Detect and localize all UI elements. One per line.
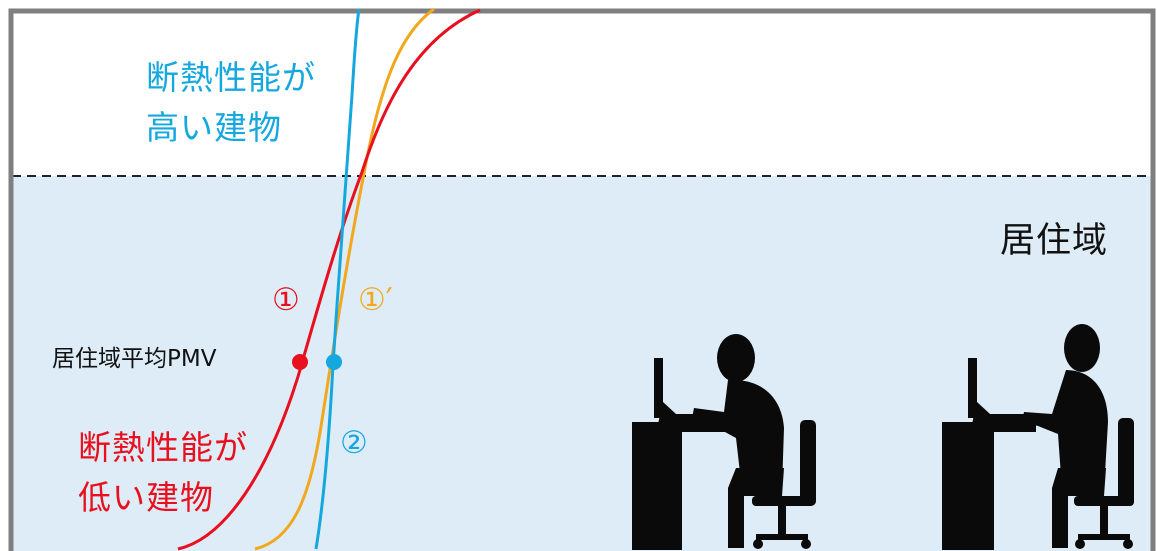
low-insulation-label-line1: 断熱性能が xyxy=(78,428,248,468)
curve-2-label: ② xyxy=(340,425,368,462)
zone-average-pmv-label: 居住域平均PMV xyxy=(52,346,216,374)
curve-1-label: ① xyxy=(272,282,300,319)
low-insulation-label-line2: 低い建物 xyxy=(78,478,214,518)
high-insulation-label-line1: 断熱性能が xyxy=(146,58,316,98)
curve-1-prime-label: ①′ xyxy=(358,282,393,319)
pmv-point-blue xyxy=(326,354,342,370)
pmv-point-red xyxy=(292,354,308,370)
occupied-zone-label: 居住域 xyxy=(1000,220,1108,262)
high-insulation-label-line2: 高い建物 xyxy=(146,108,282,148)
